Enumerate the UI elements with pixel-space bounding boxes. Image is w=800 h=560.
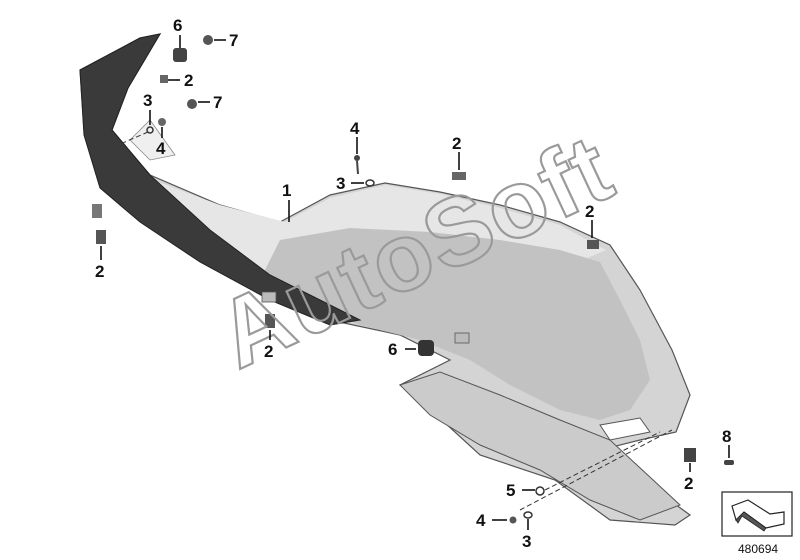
clip-nut-part-2 (160, 75, 168, 83)
orientation-arrow-icon (721, 491, 793, 537)
callout-6: 6 (173, 16, 182, 35)
callout-5: 5 (506, 481, 515, 500)
screw-part-7 (203, 35, 213, 45)
callout-7: 7 (229, 31, 238, 50)
callout-7-b: 7 (213, 93, 222, 112)
callout-2-b: 2 (452, 134, 461, 153)
callout-4-b: 4 (350, 119, 360, 138)
clip-nut-part-2-f (684, 448, 696, 462)
callout-2: 2 (184, 71, 193, 90)
screw-part-7-b (187, 99, 197, 109)
callout-3-c: 3 (522, 532, 531, 551)
callout-8: 8 (722, 427, 731, 446)
bolt-part-4 (158, 118, 166, 126)
callout-2-d: 2 (264, 342, 273, 361)
hardware-parts (96, 35, 734, 524)
callout-2-e: 2 (585, 202, 594, 221)
clip-nut-part-2-e (587, 240, 599, 249)
callout-2-c: 2 (95, 262, 104, 281)
bolt-part-4-b (354, 155, 360, 175)
callouts: 6 7 2 3 7 4 4 3 2 1 2 2 2 6 8 2 5 (95, 16, 731, 551)
callout-6-b: 6 (388, 340, 397, 359)
clip-nut-part-2-c (96, 230, 106, 244)
washer-part-5 (535, 486, 545, 496)
washer-part-3 (146, 126, 154, 134)
clip-nut-part-2-d (265, 314, 275, 328)
bolt-part-4-c (509, 516, 517, 524)
side-fairing-panel (79, 33, 692, 526)
callout-4: 4 (156, 139, 166, 158)
callout-3: 3 (143, 91, 152, 110)
callout-1: 1 (282, 181, 291, 200)
rubber-grommet-part-6 (173, 48, 187, 62)
callout-3-b: 3 (336, 174, 345, 193)
callout-2-f: 2 (684, 474, 693, 493)
callout-4-c: 4 (476, 511, 486, 530)
clip-nut-part-2-b (452, 172, 466, 180)
plug-part-8 (724, 460, 734, 465)
washer-part-3-b (365, 179, 375, 187)
diagram-number: 480694 (738, 542, 778, 556)
washer-part-3-c (523, 511, 533, 519)
assembly-lines (117, 131, 673, 511)
rubber-grommet-part-6-b (418, 340, 434, 356)
